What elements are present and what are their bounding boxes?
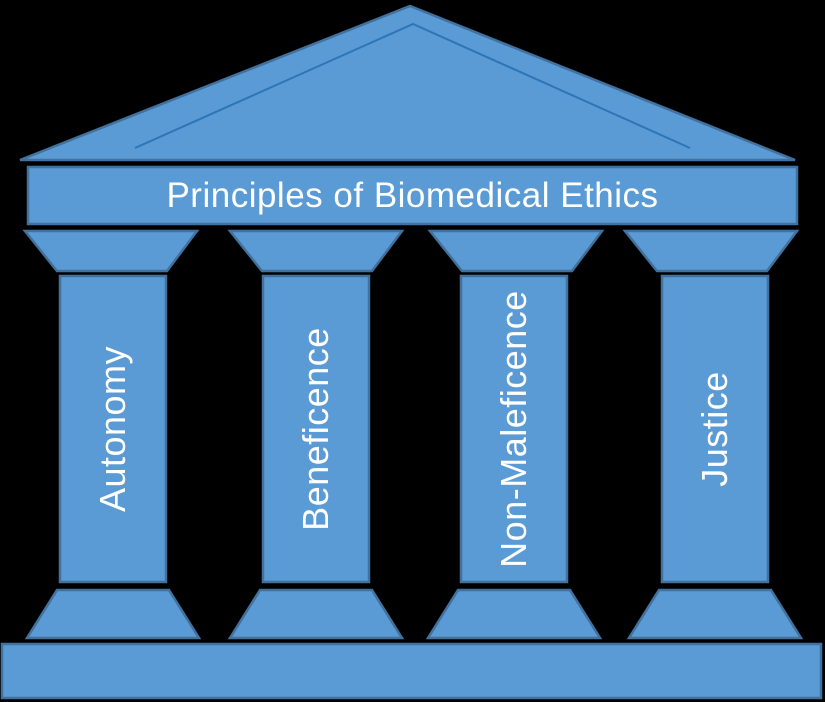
column-2-capital (227, 229, 405, 273)
pediment-inner-line (134, 22, 691, 149)
column-4-shaft (660, 274, 770, 584)
column-3-shaft (459, 274, 569, 584)
column-2-shaft (261, 274, 371, 584)
platform-shape (0, 642, 823, 700)
column-3-capital (427, 229, 605, 273)
pediment-shape (19, 4, 796, 162)
column-2-base (227, 588, 405, 640)
column-1-capital (22, 229, 200, 273)
column-1-base (24, 588, 202, 640)
column-3-base (425, 588, 603, 640)
column-4-capital (622, 229, 800, 273)
column-1-shaft (58, 274, 168, 584)
column-4-base (626, 588, 804, 640)
entablature-shape (26, 165, 799, 226)
